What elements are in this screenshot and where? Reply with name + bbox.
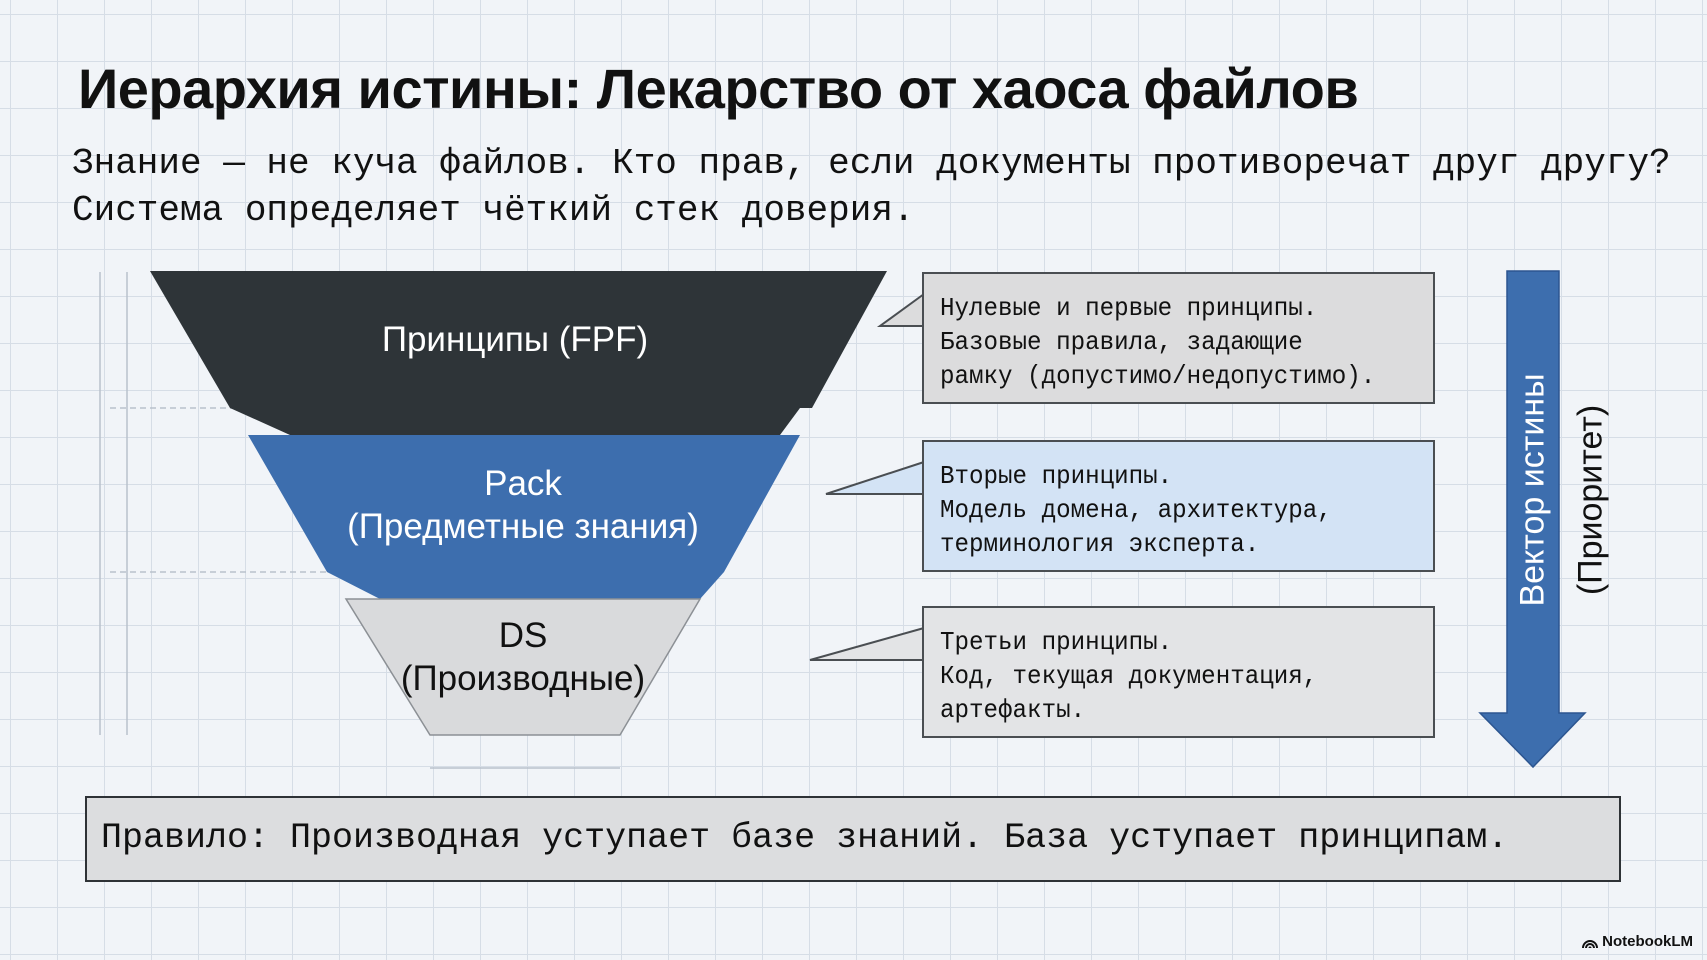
dimension-lines [99,272,620,769]
rule-banner: Правило: Производная уступает базе знани… [85,796,1621,882]
truth-vector-arrow [1478,270,1587,769]
truth-vector-label: Вектор истины [1513,373,1552,607]
callout-pointer-3 [809,626,925,661]
level-2-label: Pack(Предметные знания) [347,464,699,546]
funnel-level-2-shadow [327,572,724,599]
funnel-level-3 [344,598,702,736]
callout-pointer-1 [876,292,925,327]
notebooklm-watermark: NotebookLM [1582,933,1693,950]
level-3-label: DS(Производные) [400,616,646,698]
notebooklm-logo-icon [1582,939,1599,948]
funnel-level-1-shadow [230,408,800,435]
page-title: Иерархия истины: Лекарство от хаоса файл… [78,57,1359,120]
funnel-level-1 [150,271,887,408]
watermark-text: NotebookLM [1602,933,1693,950]
callout-pointer-2 [825,460,925,495]
priority-label: (Приоритет) [1571,404,1610,596]
level-2-description: Вторые принципы.Модель домена, архитекту… [922,440,1435,572]
subtitle: Знание — не куча файлов. Кто прав, если … [72,143,1671,231]
level-1-description: Нулевые и первые принципы.Базовые правил… [922,272,1435,404]
level-1-label: Принципы (FPF) [381,320,649,359]
level-3-description: Третьи принципы.Код, текущая документаци… [922,606,1435,738]
funnel-level-2 [248,435,800,572]
